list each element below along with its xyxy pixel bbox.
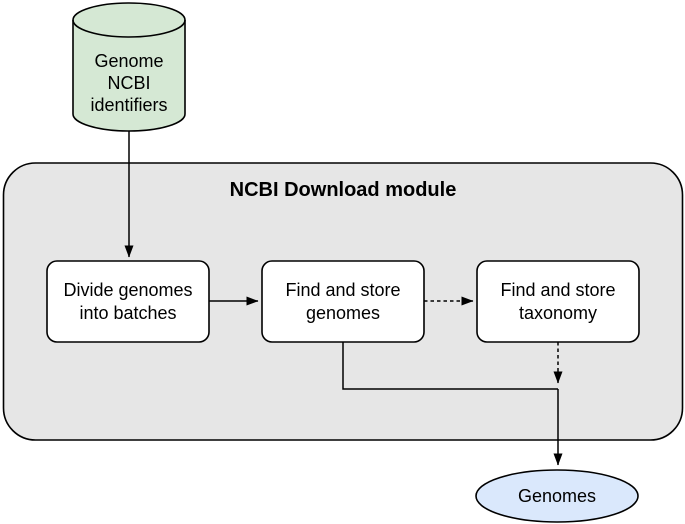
divide-batches-box (46, 260, 210, 343)
genomes-output-ellipse (475, 469, 639, 523)
database-label-line3: identifiers (90, 95, 167, 115)
genomes-output-label: Genomes (518, 486, 596, 506)
module-title: NCBI Download module (230, 179, 457, 201)
divide-batches-label-line1: Divide genomes (63, 280, 192, 300)
edge-findgenomes-to-junction (342, 342, 558, 390)
node-find-store-genomes: Find and store genomes (261, 260, 425, 343)
database-label-line2: NCBI (107, 73, 150, 93)
cylinder-rim (72, 19, 186, 38)
database-label-line1: Genome (94, 51, 163, 71)
node-find-store-taxonomy: Find and store taxonomy (476, 260, 640, 343)
find-store-taxonomy-box (476, 260, 640, 343)
find-store-genomes-label-line2: genomes (306, 303, 380, 323)
node-genomes-output: Genomes (475, 469, 639, 523)
find-store-taxonomy-label-line1: Find and store (500, 280, 615, 300)
node-divide-batches: Divide genomes into batches (46, 260, 210, 343)
node-database: Genome NCBI identifiers (72, 2, 186, 132)
divide-batches-label-line2: into batches (79, 303, 176, 323)
find-store-genomes-box (261, 260, 425, 343)
find-store-genomes-label-line1: Find and store (285, 280, 400, 300)
find-store-taxonomy-label-line2: taxonomy (519, 303, 597, 323)
